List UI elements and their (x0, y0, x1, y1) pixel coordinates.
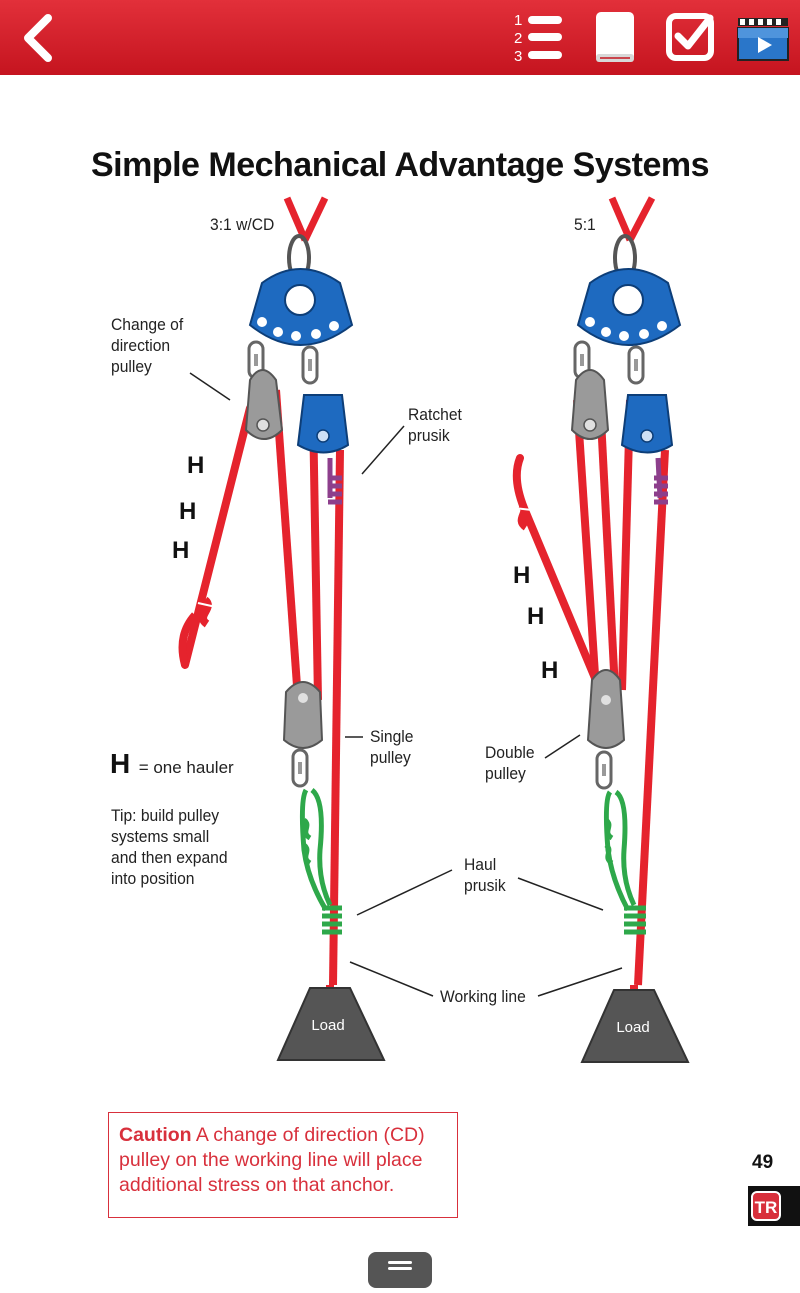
chevron-left-icon (24, 14, 52, 62)
hauler-symbol: H (541, 657, 559, 684)
hauler-symbol: H (187, 452, 205, 479)
leader-lines (189, 372, 623, 997)
checkbox-icon (666, 13, 714, 61)
toolbar: 1 2 3 (0, 0, 800, 75)
change-of-direction-pulley (244, 369, 284, 440)
right-system-5-to-1 (512, 196, 690, 1063)
caution-text: A change of direction (CD) pulley on the… (119, 1124, 425, 1196)
ratchet-pulley (296, 394, 350, 454)
list-number-1: 1 (514, 12, 522, 29)
tip-text: Tip: build pulley systems small and then… (111, 806, 228, 888)
legend-text: = one hauler (138, 758, 234, 777)
tr-badge-icon: TR (751, 1191, 781, 1221)
caution-box: Caution A change of direction (CD) pulle… (108, 1112, 458, 1218)
hauler-symbol: H (513, 562, 531, 589)
list-number-3: 3 (514, 48, 522, 65)
badge-text: TR (755, 1198, 778, 1217)
hauler-legend: H = one hauler (110, 748, 234, 780)
single-pulley (282, 681, 324, 749)
table-of-contents-button[interactable]: 1 2 3 (508, 8, 572, 68)
legend-hauler-symbol: H (110, 748, 131, 779)
page-title: Simple Mechanical Advantage Systems (90, 146, 710, 184)
back-button[interactable] (14, 10, 66, 66)
numbered-list-icon: 1 2 3 (514, 12, 562, 65)
caution-heading: Caution (119, 1124, 192, 1146)
double-pulley-label: Double pulley (485, 743, 535, 783)
change-of-direction-label: Change of direction pulley (111, 315, 184, 376)
load-label-right: Load (616, 1019, 649, 1036)
haul-prusik (299, 788, 342, 935)
double-pulley (586, 669, 626, 749)
load-right (580, 989, 690, 1063)
left-system-3-to-1 (178, 196, 386, 1061)
book-icon (596, 12, 634, 62)
ratchet-prusik (327, 458, 342, 505)
hauler-symbol: H (179, 498, 197, 525)
single-pulley-label: Single pulley (370, 727, 414, 767)
left-system-label: 3:1 w/CD (210, 215, 275, 234)
hauler-symbol: H (527, 603, 545, 630)
right-system-label: 5:1 (574, 215, 596, 234)
hauler-symbol: H (172, 537, 190, 564)
menu-handle-button[interactable] (368, 1252, 432, 1288)
menu-lines-icon (388, 1261, 412, 1270)
load-label-left: Load (311, 1017, 344, 1034)
list-number-2: 2 (514, 30, 522, 47)
video-icon (737, 18, 789, 61)
bookmarks-button[interactable] (588, 8, 652, 68)
checklist-button[interactable] (662, 8, 726, 68)
haul-prusik-label: Haul prusik (464, 855, 506, 895)
page-number: 49 (752, 1152, 774, 1173)
ratchet-prusik-label: Ratchet prusik (408, 405, 462, 445)
section-badge: TR (748, 1186, 800, 1226)
video-button[interactable] (734, 8, 798, 68)
load-left (276, 987, 386, 1061)
working-line-label: Working line (440, 987, 526, 1006)
